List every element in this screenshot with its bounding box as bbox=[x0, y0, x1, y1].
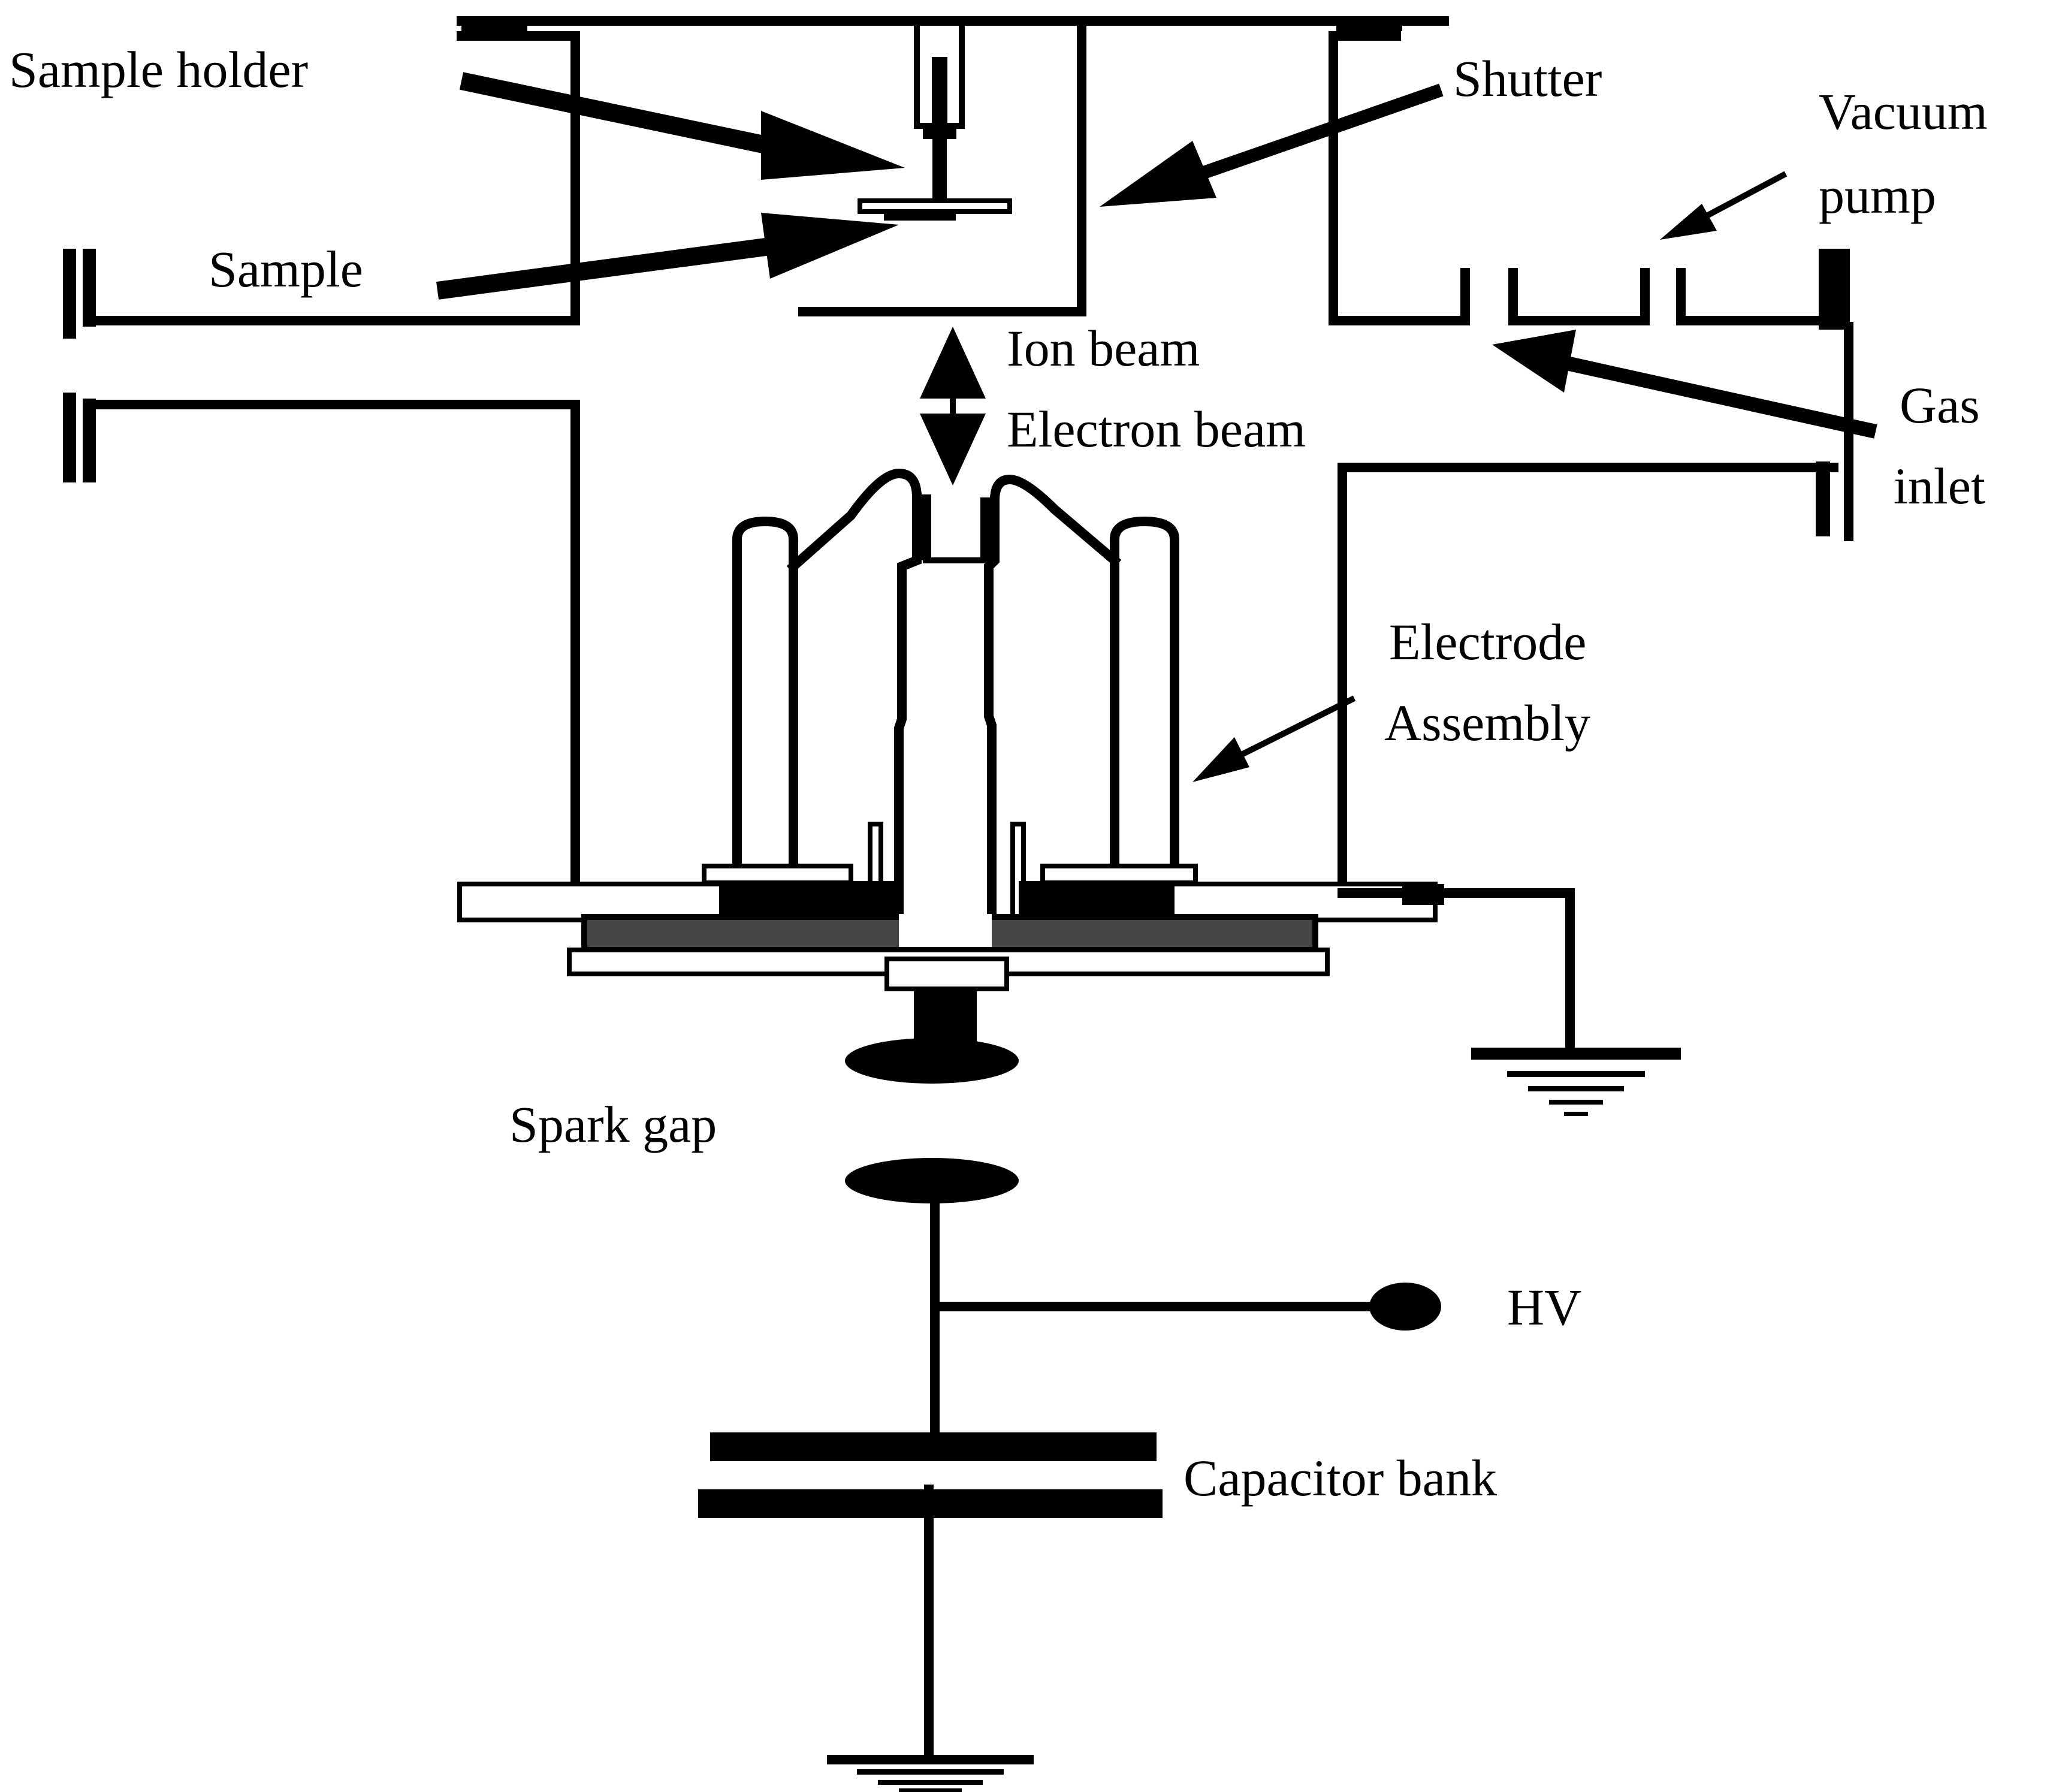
spark-gap-lower-electrode bbox=[845, 1158, 1019, 1203]
ground-bar-low-1 bbox=[827, 1755, 1034, 1764]
beam-arrow-head-up bbox=[920, 327, 986, 399]
feedthrough-stem bbox=[914, 989, 977, 1043]
right-pump-flange bbox=[1819, 249, 1850, 330]
shutter bbox=[798, 19, 1086, 316]
ground-bar-4 bbox=[1549, 1100, 1603, 1105]
shutter-arrow-line bbox=[1172, 83, 1444, 189]
sample-arrowhead bbox=[761, 213, 899, 279]
ground-bar-2 bbox=[1507, 1071, 1645, 1077]
insulator-plate-gap bbox=[899, 914, 992, 947]
sample-holder-rod bbox=[932, 57, 947, 129]
anode-tip-right bbox=[980, 497, 995, 560]
electrode-assembly-arrow-line bbox=[1233, 695, 1356, 761]
electrode-assembly-arrowhead bbox=[1192, 737, 1249, 782]
label-electrode-assembly-1: Electrode bbox=[1389, 613, 1586, 671]
central-anode bbox=[894, 493, 1000, 946]
label-vacuum-pump-2: pump bbox=[1819, 167, 1936, 224]
right-cathode-rod bbox=[1110, 516, 1179, 880]
label-vacuum-pump-1: Vacuum bbox=[1819, 83, 1988, 140]
ground-bar-1 bbox=[1471, 1048, 1681, 1060]
label-gas-inlet-1: Gas bbox=[1900, 376, 1980, 434]
chamber-right-upper-wall bbox=[1329, 31, 1470, 325]
label-electrode-assembly-2: Assembly bbox=[1384, 694, 1590, 752]
label-capacitor-bank: Capacitor bank bbox=[1184, 1449, 1497, 1507]
sample-holder-arrowhead bbox=[761, 111, 905, 180]
sample-plate bbox=[858, 198, 1012, 214]
ground-bar-low-4 bbox=[899, 1788, 962, 1792]
shutter-arrowhead bbox=[1100, 141, 1216, 207]
ground-lead-block bbox=[1402, 884, 1444, 905]
chamber-left-upper-wall bbox=[88, 31, 580, 325]
label-sample-holder: Sample holder bbox=[9, 41, 308, 98]
label-sample: Sample bbox=[209, 240, 363, 298]
ground-symbol-upper bbox=[1471, 1048, 1681, 1116]
ground-bar-5 bbox=[1564, 1112, 1588, 1116]
right-connecting-wire bbox=[989, 474, 1122, 568]
label-shutter: Shutter bbox=[1453, 50, 1602, 107]
beam-arrow bbox=[920, 327, 986, 485]
gas-inlet-arrow-line bbox=[1562, 355, 1877, 439]
left-rod-base bbox=[702, 864, 853, 885]
left-port-flange-lower-b bbox=[83, 399, 96, 482]
feedthrough-collar bbox=[884, 957, 1009, 991]
electrode-assembly bbox=[457, 468, 1575, 1057]
left-cathode-rod bbox=[732, 516, 798, 880]
ground-bar-low-2 bbox=[857, 1769, 1004, 1775]
sample-holder-stem bbox=[932, 138, 947, 204]
sample-holder-collar bbox=[923, 126, 956, 139]
sample-arrow-line bbox=[436, 234, 798, 300]
sample-holder-arrow-line bbox=[459, 72, 805, 162]
ground-symbol-lower bbox=[827, 1755, 1034, 1792]
chamber-right-lower-wall bbox=[1338, 463, 1838, 898]
label-spark-gap: Spark gap bbox=[509, 1096, 717, 1153]
hv-terminal bbox=[1369, 1283, 1441, 1331]
left-port-flange-upper-b bbox=[83, 249, 96, 327]
chamber-left-lower-wall bbox=[88, 400, 580, 889]
label-ion-beam: Ion beam bbox=[1007, 319, 1200, 377]
beam-arrow-head-down bbox=[920, 414, 986, 485]
spark-gap-upper-electrode bbox=[845, 1038, 1019, 1084]
label-hv: HV bbox=[1507, 1278, 1581, 1336]
left-port-flange-upper bbox=[63, 249, 76, 339]
sample-holder-assembly bbox=[858, 24, 1012, 221]
chamber-top-flange-right-stub bbox=[1336, 17, 1402, 31]
vacuum-pump-arrowhead bbox=[1660, 204, 1717, 240]
ground-lead bbox=[1338, 888, 1575, 1057]
pump-duct-right bbox=[1676, 268, 1838, 325]
pulse-power-circuit bbox=[698, 1038, 1441, 1764]
pointer-arrows bbox=[436, 72, 1877, 782]
chamber-top-flange-left-stub bbox=[461, 17, 527, 31]
gas-inlet-arrowhead bbox=[1492, 330, 1576, 393]
vacuum-chamber bbox=[63, 16, 1853, 898]
ground-bar-low-3 bbox=[878, 1780, 983, 1785]
anode-tip bbox=[917, 494, 931, 560]
labels: Sample holder Sample Shutter Vacuum pump… bbox=[9, 41, 1988, 1507]
left-connecting-wire bbox=[786, 468, 922, 574]
label-gas-inlet-2: inlet bbox=[1894, 457, 1985, 515]
pump-duct-middle bbox=[1508, 268, 1650, 325]
label-electron-beam: Electron beam bbox=[1007, 400, 1306, 458]
ground-bar-3 bbox=[1528, 1086, 1624, 1091]
capacitor-plate-top bbox=[710, 1432, 1157, 1461]
left-port-flange-lower bbox=[63, 393, 76, 482]
right-rod-base bbox=[1040, 864, 1198, 885]
gas-inlet-flange bbox=[1816, 461, 1830, 536]
sample bbox=[884, 211, 956, 221]
